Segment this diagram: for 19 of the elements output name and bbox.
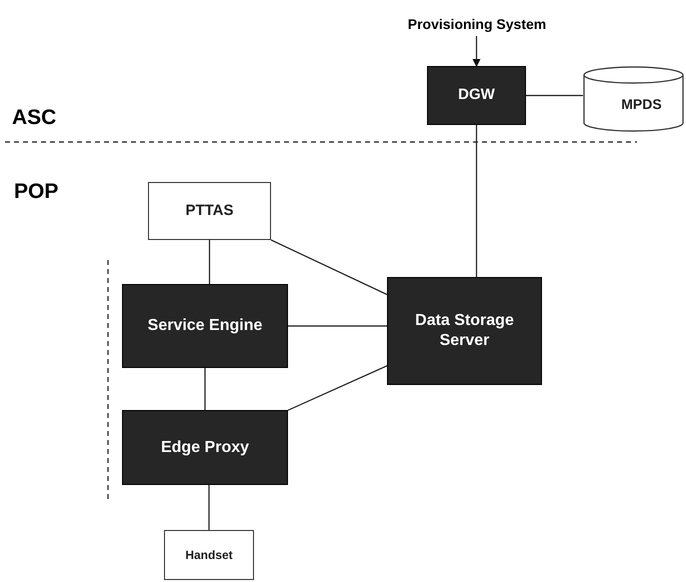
connector-line [476,125,478,277]
connector-line [204,368,206,410]
connector-line [208,485,210,530]
gateway-box: DGW [427,66,526,125]
server-box: PTTAS [148,182,271,240]
arrow [472,36,480,67]
handset-box: Handset [164,530,254,580]
connector-line [288,325,387,327]
engine-box: Service Engine [122,284,288,368]
connector-line [526,94,583,96]
system-label: Provisioning System [385,14,569,36]
zone-label: POP [14,179,58,205]
proxy-box: Edge Proxy [122,410,288,485]
database-cylinder: MPDS [583,66,684,132]
connector-line [270,239,388,296]
zone-label: ASC [12,105,56,131]
connector-line [288,365,388,411]
connector-line [208,240,210,284]
storage-box: Data Storage Server [387,277,542,385]
